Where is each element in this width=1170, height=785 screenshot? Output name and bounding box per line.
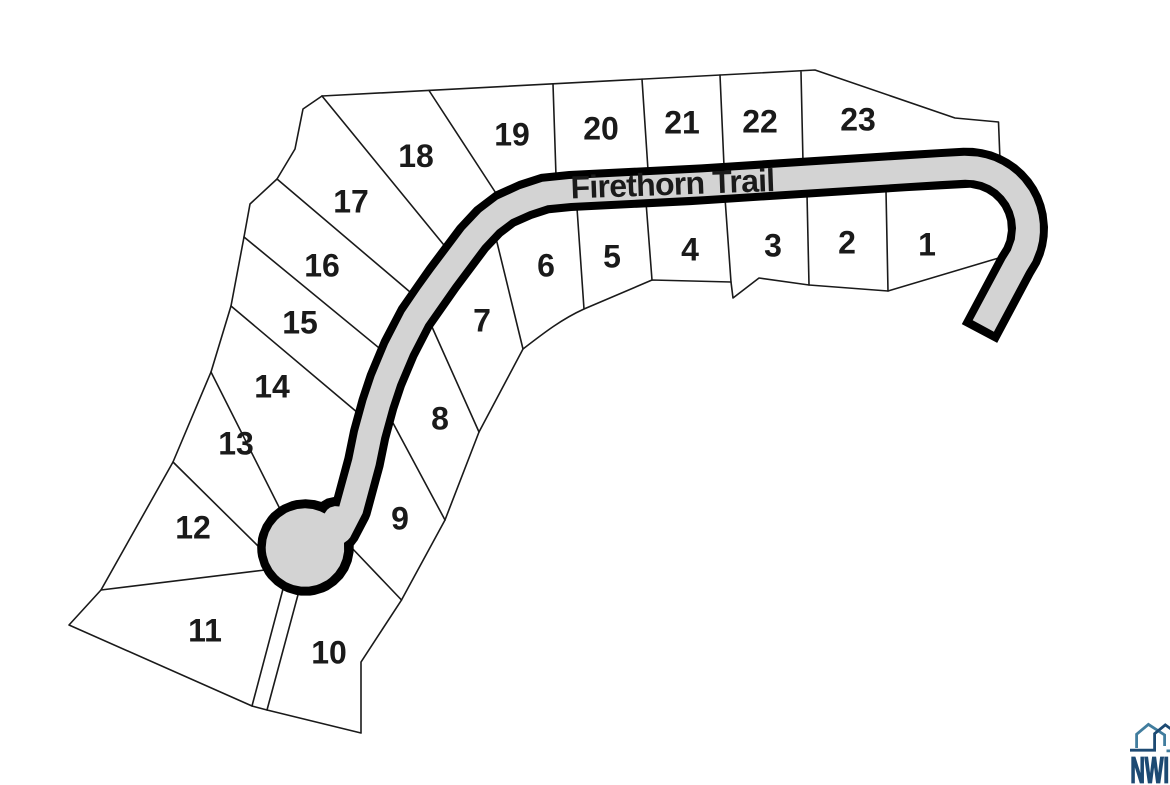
svg-text:9: 9 [391, 501, 409, 537]
svg-text:1: 1 [918, 227, 936, 263]
svg-text:6: 6 [537, 248, 555, 284]
svg-text:5: 5 [603, 239, 621, 275]
svg-text:13: 13 [218, 426, 254, 462]
svg-text:8: 8 [431, 401, 449, 437]
svg-text:Firethorn Trail: Firethorn Trail [570, 162, 775, 205]
svg-text:23: 23 [840, 102, 876, 138]
svg-text:7: 7 [473, 303, 491, 339]
svg-text:15: 15 [282, 305, 318, 341]
svg-text:3: 3 [764, 228, 782, 264]
svg-text:14: 14 [254, 369, 290, 405]
svg-text:18: 18 [398, 138, 434, 174]
svg-text:22: 22 [742, 104, 778, 140]
svg-text:10: 10 [311, 635, 347, 671]
svg-text:4: 4 [681, 232, 699, 268]
svg-text:12: 12 [175, 510, 211, 546]
svg-text:19: 19 [494, 117, 530, 153]
svg-text:17: 17 [333, 184, 369, 220]
svg-text:21: 21 [664, 105, 700, 141]
svg-text:16: 16 [304, 248, 340, 284]
svg-text:2: 2 [838, 225, 856, 261]
svg-text:NWI: NWI [1131, 752, 1169, 785]
svg-text:11: 11 [188, 613, 222, 649]
svg-text:20: 20 [583, 111, 619, 147]
